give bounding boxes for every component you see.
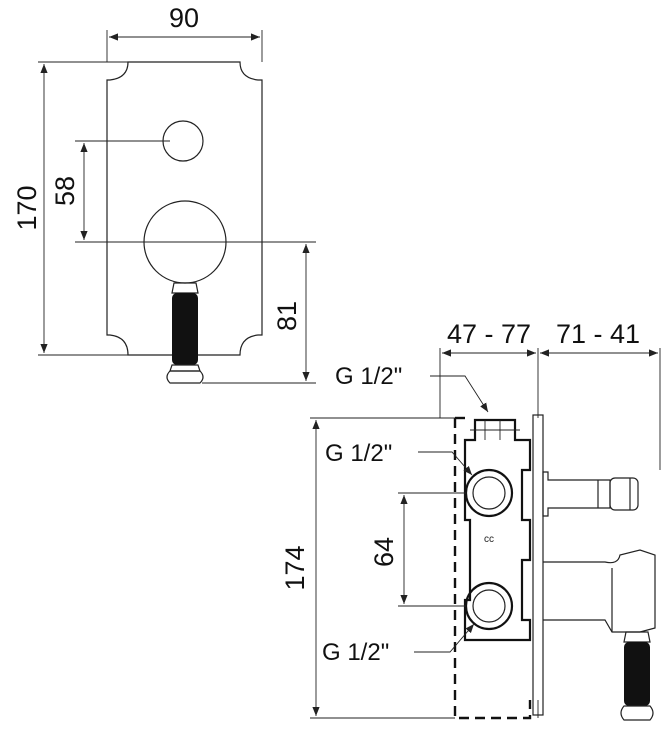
lower-inlet (464, 581, 514, 631)
width-dim-label: 90 (169, 3, 199, 33)
button-offset-dim-label: 58 (50, 176, 80, 206)
thread-label-top: G 1/2" (335, 363, 402, 390)
valve-body (463, 418, 532, 642)
depth-max-label: 71 - 41 (556, 319, 640, 349)
side-view: 47 - 77 71 - 41 cc (280, 319, 661, 721)
front-view: 90 170 58 81 (12, 3, 316, 384)
upper-inlet (464, 468, 514, 518)
small-mark: cc (484, 534, 494, 545)
thread-label-lower: G 1/2" (322, 639, 389, 666)
lever-handle (166, 282, 204, 384)
wall-box-outline (453, 418, 532, 720)
thread-label-upper: G 1/2" (325, 440, 392, 467)
lever-dim-label: 81 (272, 301, 302, 331)
mixer-lever-side (543, 549, 656, 721)
inlet-spacing-dim-label: 64 (369, 537, 399, 567)
front-plate-outline (106, 61, 263, 356)
height-dim-label: 170 (12, 185, 42, 230)
side-height-dim-label: 174 (280, 545, 310, 590)
diverter-stem (542, 471, 639, 517)
depth-min-label: 47 - 77 (447, 319, 531, 349)
cover-plate (532, 414, 544, 716)
